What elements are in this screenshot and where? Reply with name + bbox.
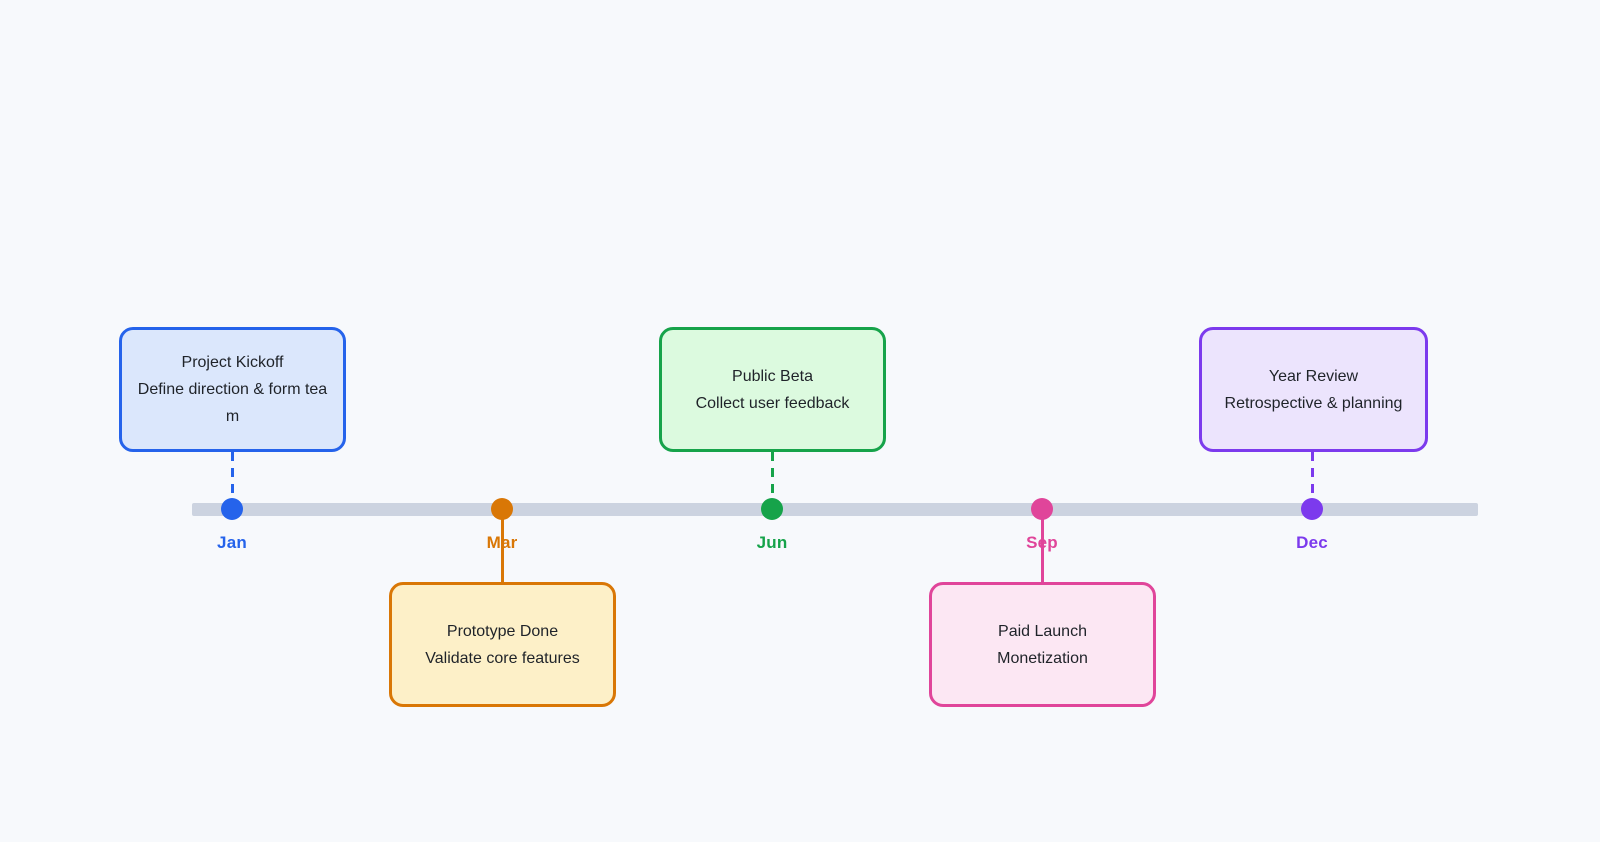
milestone-description: Collect user feedback [695, 394, 850, 412]
milestone-title: Year Review [1268, 367, 1359, 385]
milestone-description: Retrospective & planning [1224, 394, 1403, 412]
milestone-connector [770, 452, 774, 499]
milestone-dot[interactable] [1301, 498, 1323, 520]
milestone-dot[interactable] [1031, 498, 1053, 520]
milestone-label: Dec [1296, 533, 1328, 552]
milestone-label: Jun [756, 533, 788, 552]
milestone-dot[interactable] [221, 498, 243, 520]
timeline-axis [192, 503, 1478, 516]
milestone-description: Validate core features [425, 649, 580, 667]
milestone-connector [1310, 452, 1314, 499]
milestone-label: Mar [486, 533, 518, 552]
milestone-dot[interactable] [491, 498, 513, 520]
milestone-label: Jan [217, 533, 247, 552]
milestone-title: Paid Launch [998, 622, 1087, 640]
milestone-title: Prototype Done [446, 622, 559, 640]
milestone-title: Project Kickoff [181, 354, 284, 371]
milestone-description: Define direction & form team [137, 381, 328, 425]
milestone-connector [230, 452, 234, 499]
milestone-description: Monetization [997, 649, 1088, 667]
milestone-dot[interactable] [761, 498, 783, 520]
milestone-title: Public Beta [732, 367, 813, 385]
milestone-connector [500, 519, 504, 582]
milestone-label: Sep [1026, 533, 1058, 552]
milestone-connector [1040, 519, 1044, 582]
